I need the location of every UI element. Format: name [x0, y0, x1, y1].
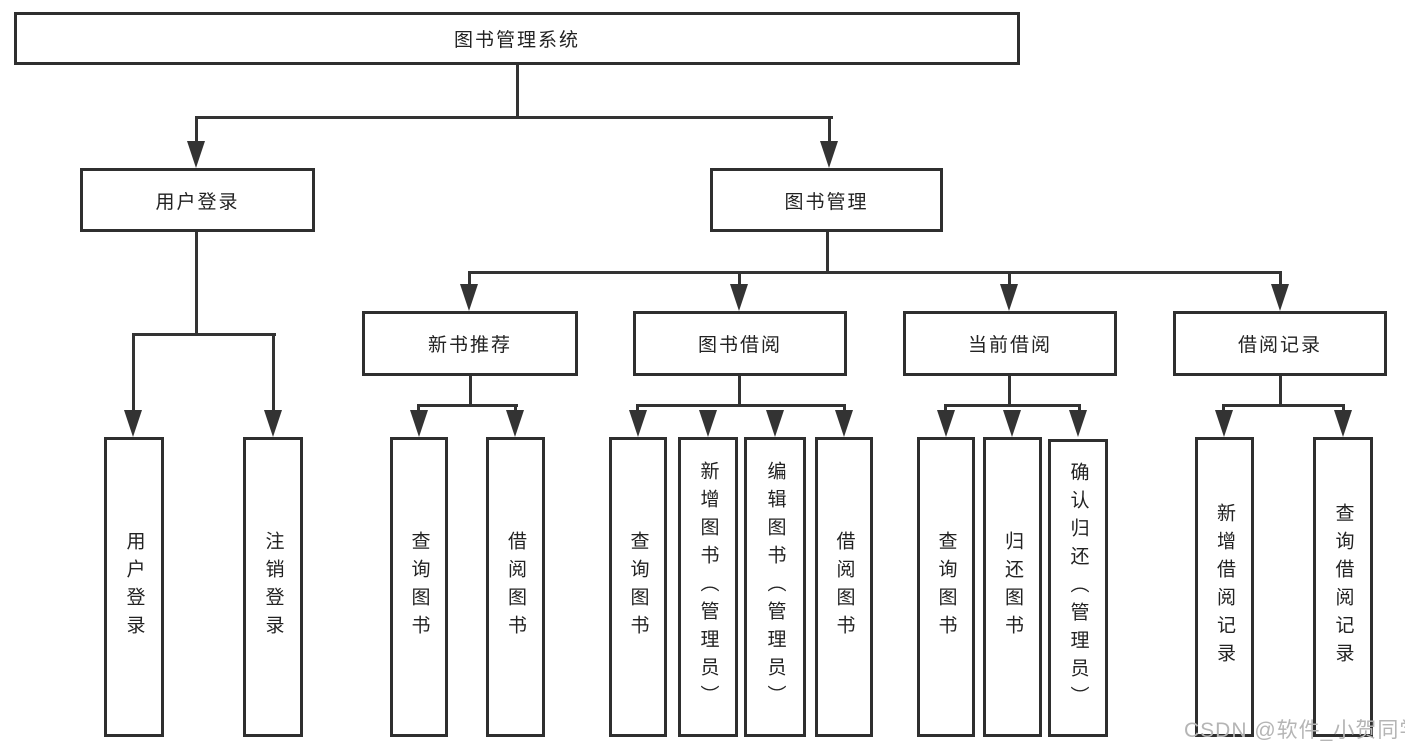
node-book-management: 图书管理: [710, 168, 943, 232]
connector-bar-drop-2: [738, 271, 741, 287]
arrow-to-user-login: [187, 141, 205, 168]
leaf-cb-return-book: 归还图书: [983, 437, 1042, 737]
connector-root-drop: [516, 65, 519, 119]
connector-current-bar: [944, 404, 1081, 407]
connector-records-drop: [1279, 376, 1282, 407]
connector-records-bar: [1222, 404, 1345, 407]
connector-root-bar: [195, 116, 833, 119]
csdn-watermark: CSDN @软件_小贺同学: [1184, 719, 1405, 742]
connector-root-left-drop: [195, 116, 198, 144]
node-new-book-recommend: 新书推荐: [362, 311, 578, 376]
leaf-rec-borrow-book: 借阅图书: [486, 437, 545, 737]
leaf-logout: 注销登录: [243, 437, 303, 737]
arrow-records-leaf-2: [1334, 410, 1352, 437]
connector-bar-drop-4: [1279, 271, 1282, 287]
arrow-to-book-mgmt: [820, 141, 838, 168]
connector-userlogin-bar: [132, 333, 276, 336]
arrow-borrow-leaf-1: [629, 410, 647, 437]
arrow-records-leaf-1: [1215, 410, 1233, 437]
arrow-current-leaf-3: [1069, 410, 1087, 437]
arrow-borrow-leaf-3: [766, 410, 784, 437]
connector-userlogin-drop: [195, 232, 198, 336]
connector-borrow-drop: [738, 376, 741, 407]
arrow-to-current-borrow: [1000, 284, 1018, 311]
connector-bookmgmt-drop: [826, 232, 829, 274]
leaf-bb-add-book-admin: 新增图书（管理员）: [678, 437, 738, 737]
node-root-library-system: 图书管理系统: [14, 12, 1020, 65]
arrow-to-leaf-logout: [264, 410, 282, 437]
arrow-to-borrow-records: [1271, 284, 1289, 311]
connector-bookmgmt-bar: [468, 271, 1282, 274]
leaf-br-query-record: 查询借阅记录: [1313, 437, 1373, 737]
connector-bar-drop-3: [1008, 271, 1011, 287]
arrow-current-leaf-2: [1003, 410, 1021, 437]
arrow-to-book-borrow: [730, 284, 748, 311]
node-book-borrow: 图书借阅: [633, 311, 847, 376]
leaf-rec-query-book: 查询图书: [390, 437, 448, 737]
node-user-login: 用户登录: [80, 168, 315, 232]
arrow-borrow-leaf-2: [699, 410, 717, 437]
arrow-to-leaf-user-login: [124, 410, 142, 437]
leaf-user-login: 用户登录: [104, 437, 164, 737]
arrow-rec-leaf-2: [506, 410, 524, 437]
arrow-current-leaf-1: [937, 410, 955, 437]
connector-rec-drop: [469, 376, 472, 407]
connector-userlogin-right-drop: [272, 333, 275, 413]
leaf-cb-query-book: 查询图书: [917, 437, 975, 737]
arrow-to-new-book-rec: [460, 284, 478, 311]
connector-current-drop: [1008, 376, 1011, 407]
leaf-cb-confirm-return-admin: 确认归还（管理员）: [1048, 439, 1108, 737]
connector-userlogin-left-drop: [132, 333, 135, 413]
connector-root-right-drop: [828, 116, 831, 144]
arrow-borrow-leaf-4: [835, 410, 853, 437]
node-current-borrow: 当前借阅: [903, 311, 1117, 376]
connector-rec-bar: [417, 404, 518, 407]
leaf-bb-query-book: 查询图书: [609, 437, 667, 737]
connector-bar-drop-1: [468, 271, 471, 287]
leaf-br-add-record: 新增借阅记录: [1195, 437, 1254, 737]
leaf-bb-borrow-book: 借阅图书: [815, 437, 873, 737]
node-borrow-records: 借阅记录: [1173, 311, 1387, 376]
arrow-rec-leaf-1: [410, 410, 428, 437]
connector-borrow-bar: [636, 404, 846, 407]
leaf-bb-edit-book-admin: 编辑图书（管理员）: [744, 437, 806, 737]
